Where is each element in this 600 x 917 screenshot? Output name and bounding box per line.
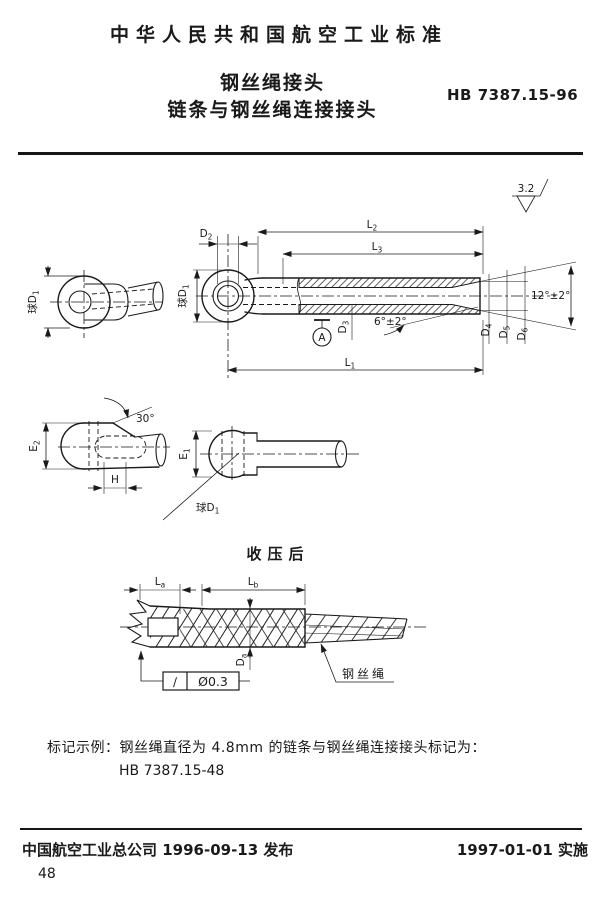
dim-label-taper-angle: 6°±2° — [374, 316, 407, 328]
dim-label-l2: L2 — [367, 219, 378, 233]
wire-rope-callout: 钢丝绳 — [320, 643, 394, 683]
footer-rule — [20, 828, 582, 830]
runout-value: Ø0.3 — [198, 674, 228, 689]
figure-main-fitting: 3.2 球D1 — [26, 178, 577, 380]
dim-label-d3: D3 — [337, 320, 351, 333]
issue-info: 中国航空工业总公司 1996-09-13 发布 — [22, 841, 294, 859]
dim-label-d2: D2 — [200, 228, 213, 242]
dim-label-lb: Lb — [248, 576, 259, 590]
figure3-title: 收压后 — [246, 545, 309, 563]
designation-example-line2: HB 7387.15-48 — [119, 763, 225, 779]
technical-drawing: 3.2 球D1 — [26, 178, 577, 691]
break-edge — [126, 599, 151, 648]
implement-info: 1997-01-01 实施 — [456, 841, 588, 859]
designation-example-line1: 标记示例：钢丝绳直径为 4.8mm 的链条与钢丝绳连接接头标记为： — [47, 740, 486, 756]
datum-a-symbol: A — [312, 319, 332, 347]
runout-tolerance-frame: ∕ Ø0.3 — [138, 650, 250, 691]
doc-title-line1: 钢丝绳接头 — [219, 72, 325, 94]
surface-finish-value: 3.2 — [518, 183, 535, 195]
fitting-main-view: 12°±2° D4 D5 D6 L2 L3 L1 — [176, 219, 577, 380]
wire-rope — [305, 614, 407, 643]
page-number: 48 — [38, 866, 56, 882]
dim-label-d4: D4 — [480, 323, 494, 336]
dim-label-e1: E1 — [178, 448, 192, 460]
dim-label-ball-d1-side: 球D1 — [26, 290, 41, 314]
eye-side-view: 球D1 — [26, 266, 164, 338]
dim-label-chamfer-angle: 30° — [136, 413, 155, 425]
header-rule — [18, 152, 583, 155]
figure-head-views: 30° E2 H — [28, 397, 362, 521]
dim-label-la: La — [155, 576, 165, 590]
dim-label-ball-d1-fig2: 球D1 — [196, 501, 220, 516]
dim-label-d5: D5 — [498, 325, 512, 338]
ball-end-view: E1 球D1 — [162, 426, 362, 521]
slotted-head-view: 30° E2 H — [28, 397, 170, 494]
dim-label-flare-angle: 12°±2° — [531, 290, 570, 302]
dim-label-ball-d1-main: 球D1 — [176, 284, 191, 308]
dim-label-da: Da — [235, 654, 249, 667]
figure-after-crimp: 收压后 La — [120, 545, 428, 691]
page-title: 中华人民共和国航空工业标准 — [109, 24, 448, 46]
dim-label-l3: L3 — [372, 241, 383, 255]
wire-rope-label: 钢丝绳 — [342, 667, 387, 681]
runout-symbol-icon: ∕ — [173, 675, 178, 689]
surface-finish-symbol: 3.2 — [512, 178, 549, 213]
doc-title-line2: 链条与钢丝绳连接接头 — [167, 99, 378, 121]
dim-label-h: H — [111, 474, 119, 486]
doc-title: 钢丝绳接头 链条与钢丝绳连接接头 — [0, 70, 545, 124]
dim-label-l1: L1 — [345, 357, 356, 371]
datum-label: A — [318, 332, 326, 344]
dim-label-d6: D6 — [516, 327, 530, 340]
dim-label-e2: E2 — [28, 440, 42, 452]
standard-code: HB 7387.15-96 — [447, 86, 579, 104]
sleeve-bore — [147, 617, 179, 637]
